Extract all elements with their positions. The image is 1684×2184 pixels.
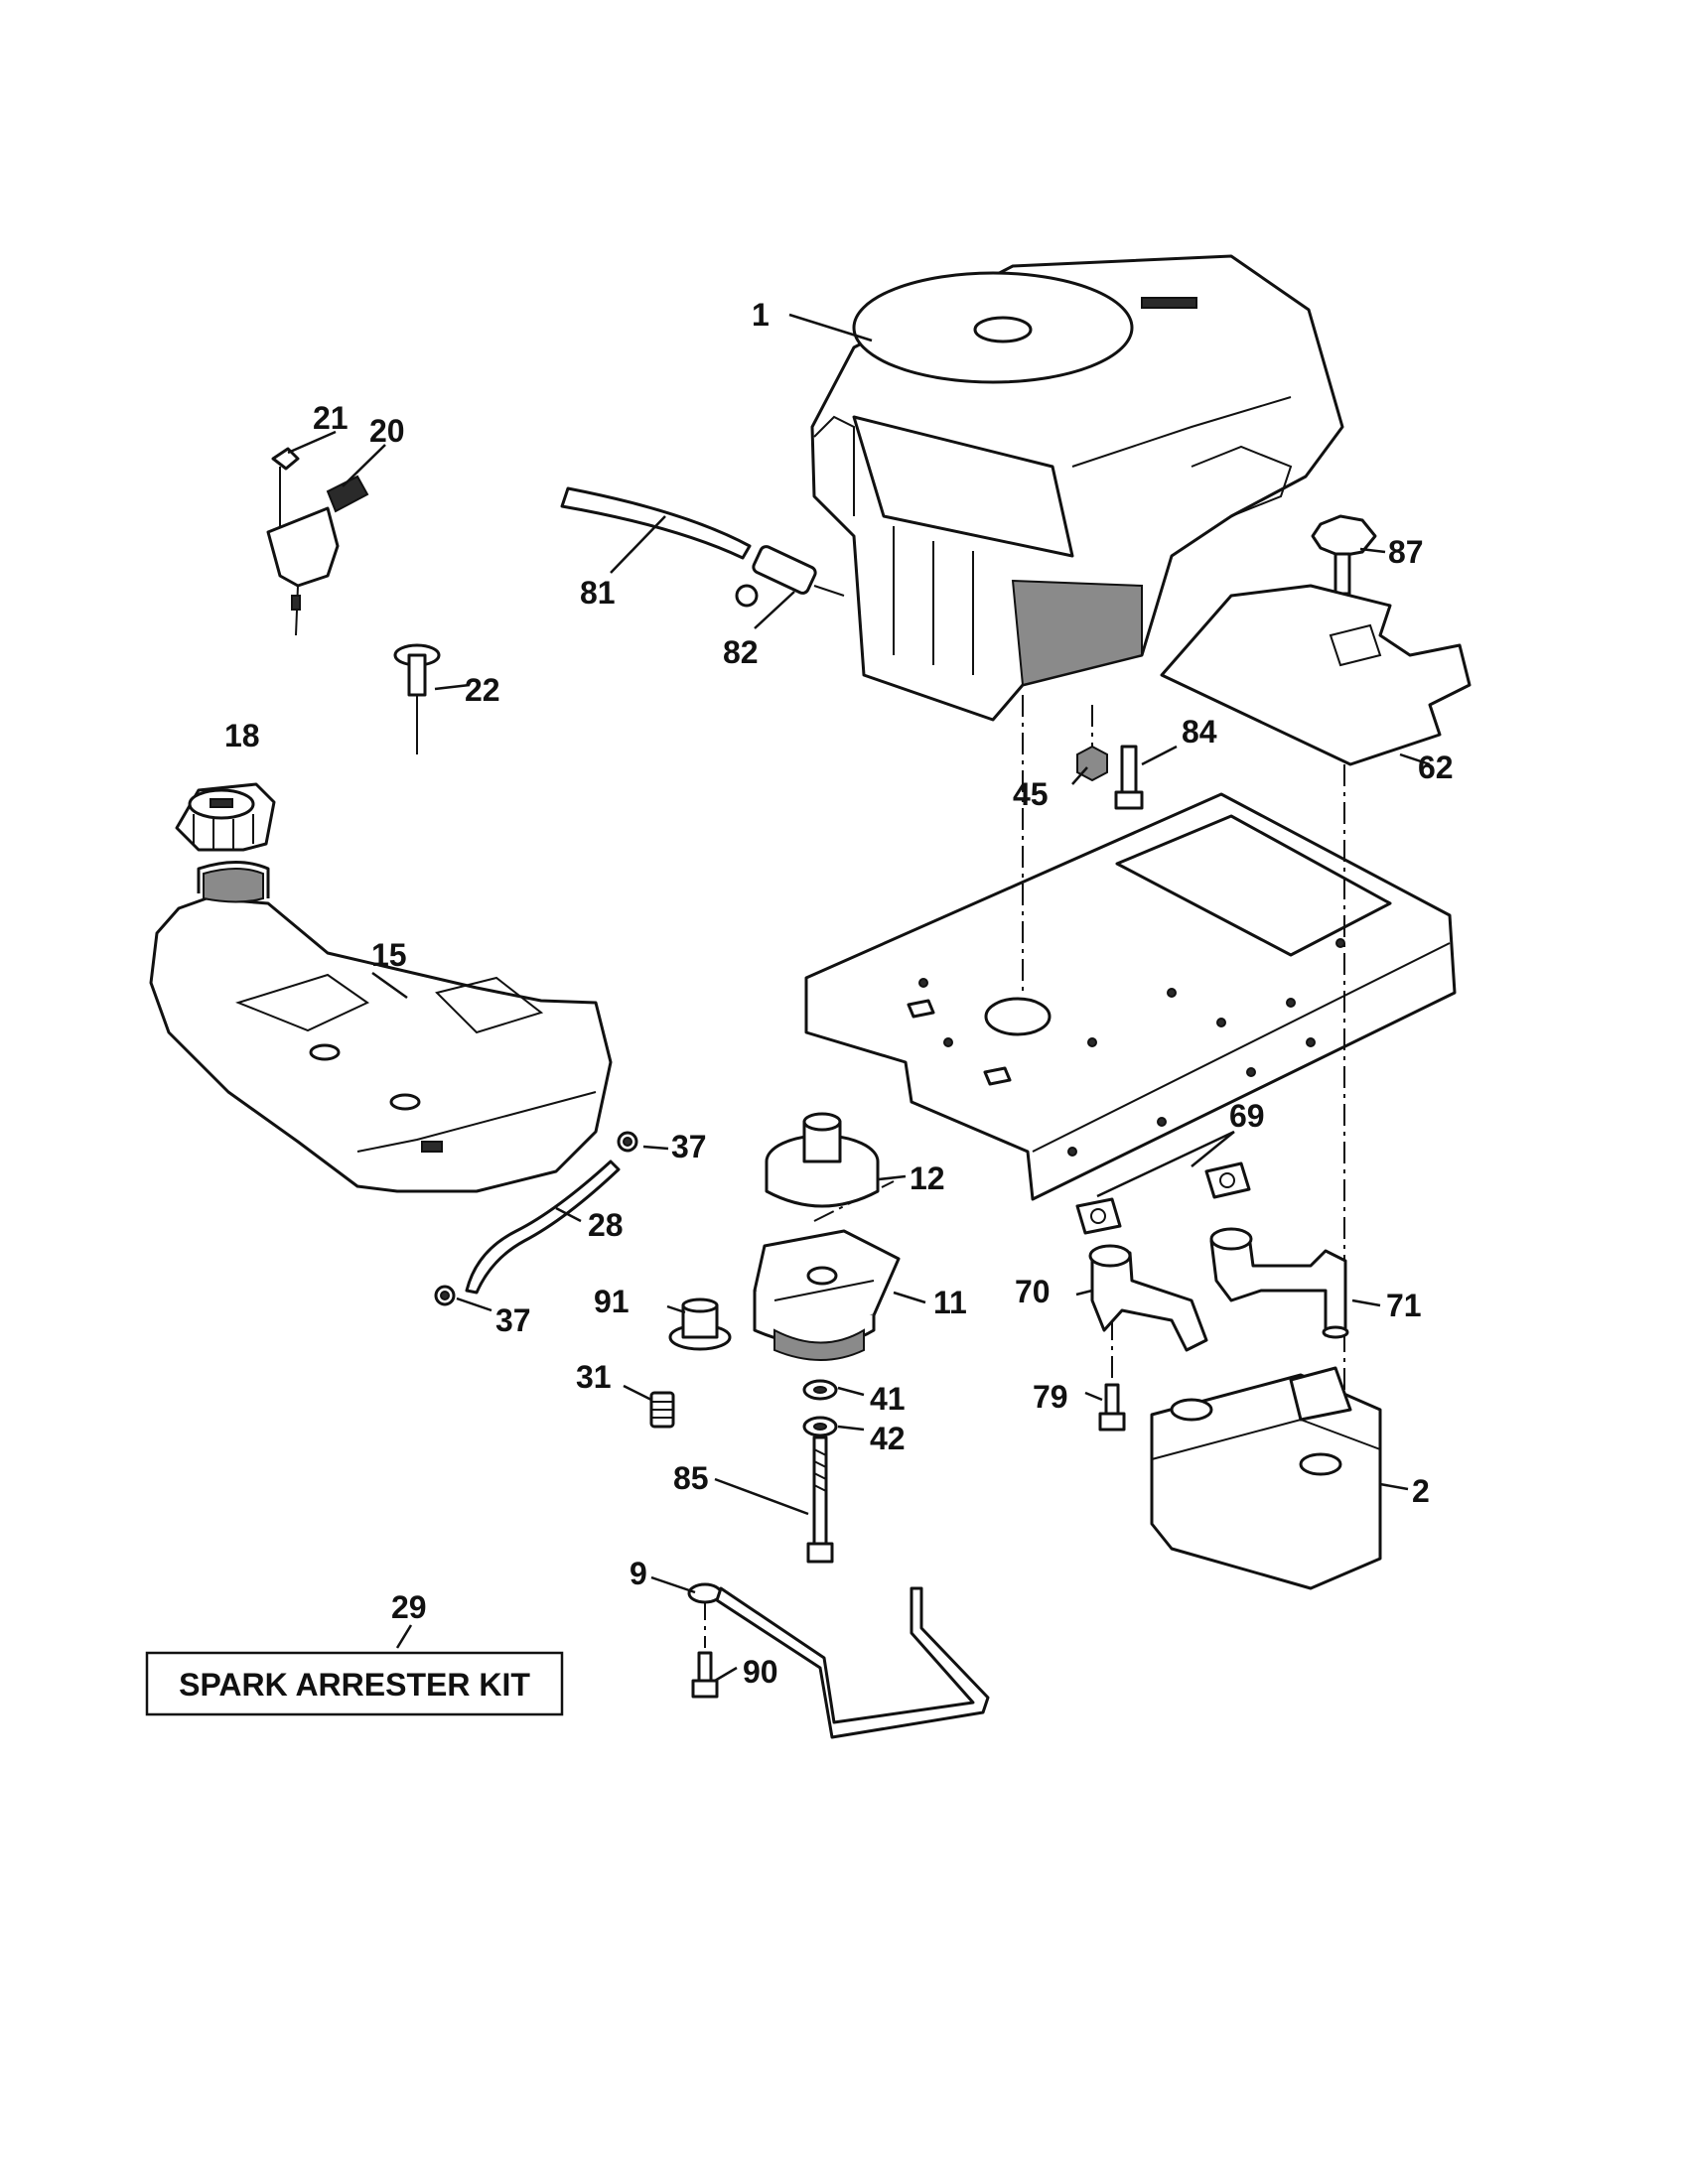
- callout-31: 31: [576, 1359, 612, 1395]
- fuel-tank-15: [149, 861, 613, 1193]
- callout-81: 81: [580, 575, 616, 611]
- muffler-2: [1150, 1366, 1382, 1590]
- screw-21: [271, 447, 300, 526]
- throttle-20: [266, 475, 369, 636]
- fuel-hose-28: [465, 1160, 621, 1295]
- callout-62: 62: [1418, 750, 1454, 785]
- callout-71: 71: [1386, 1288, 1422, 1323]
- insert-31: [649, 1391, 675, 1429]
- bolt-84: [1114, 745, 1144, 810]
- clutch-11: [753, 1229, 901, 1361]
- bolt-79: [1098, 1383, 1126, 1432]
- bolt-90: [691, 1651, 719, 1699]
- bolt-85: [806, 1435, 834, 1564]
- hose-clamp-37-lower: [434, 1285, 456, 1306]
- gaskets-69: [1075, 1161, 1251, 1235]
- callout-45: 45: [1013, 776, 1049, 812]
- fuel-cap-18: [175, 782, 276, 852]
- leader-lines: [287, 313, 1431, 1683]
- callout-85: 85: [673, 1460, 709, 1496]
- callout-37b: 37: [495, 1302, 531, 1338]
- callout-18: 18: [224, 718, 260, 753]
- bushing-91: [668, 1297, 732, 1351]
- callout-labels: 1 21 20 87 81 82 22 18 84 62 45 15 69 37…: [224, 297, 1454, 1690]
- callout-69: 69: [1229, 1098, 1265, 1134]
- callout-22: 22: [465, 672, 500, 708]
- callout-41: 41: [870, 1381, 906, 1417]
- exhaust-pipe-70: [1088, 1244, 1208, 1352]
- callout-87: 87: [1388, 534, 1424, 570]
- callout-28: 28: [588, 1207, 624, 1243]
- frame-plate: [804, 792, 1457, 1201]
- callout-1: 1: [752, 297, 770, 333]
- hose-clamp-37-upper: [617, 1131, 638, 1153]
- fuel-filter-82: [735, 545, 845, 608]
- callout-79: 79: [1033, 1379, 1068, 1415]
- heat-shield-62: [1160, 584, 1472, 766]
- callout-20: 20: [369, 413, 405, 449]
- callout-42: 42: [870, 1421, 906, 1456]
- exhaust-pipe-71: [1209, 1227, 1349, 1339]
- plunger-22: [393, 643, 441, 754]
- callout-91: 91: [594, 1284, 630, 1319]
- washer-42: [802, 1416, 838, 1437]
- spark-arrester-kit-box: SPARK ARRESTER KIT: [145, 1651, 564, 1716]
- engine-assembly: [810, 254, 1344, 722]
- callout-82: 82: [723, 634, 759, 670]
- bracket-9: [687, 1582, 990, 1739]
- pulley-12: [765, 1112, 880, 1208]
- callout-37a: 37: [671, 1129, 707, 1164]
- callout-70: 70: [1015, 1274, 1051, 1309]
- fuel-line-81: [560, 486, 752, 560]
- callout-9: 9: [630, 1556, 647, 1591]
- washer-41: [802, 1379, 838, 1401]
- callout-90: 90: [743, 1654, 778, 1690]
- callout-84: 84: [1182, 714, 1217, 750]
- knob-87: [1311, 514, 1377, 596]
- callout-15: 15: [371, 937, 407, 973]
- callout-11: 11: [933, 1285, 967, 1320]
- callout-12: 12: [910, 1160, 945, 1196]
- spark-arrester-kit-label: SPARK ARRESTER KIT: [179, 1667, 530, 1703]
- callout-2: 2: [1412, 1473, 1430, 1509]
- callout-29: 29: [391, 1589, 427, 1625]
- callout-21: 21: [313, 400, 349, 436]
